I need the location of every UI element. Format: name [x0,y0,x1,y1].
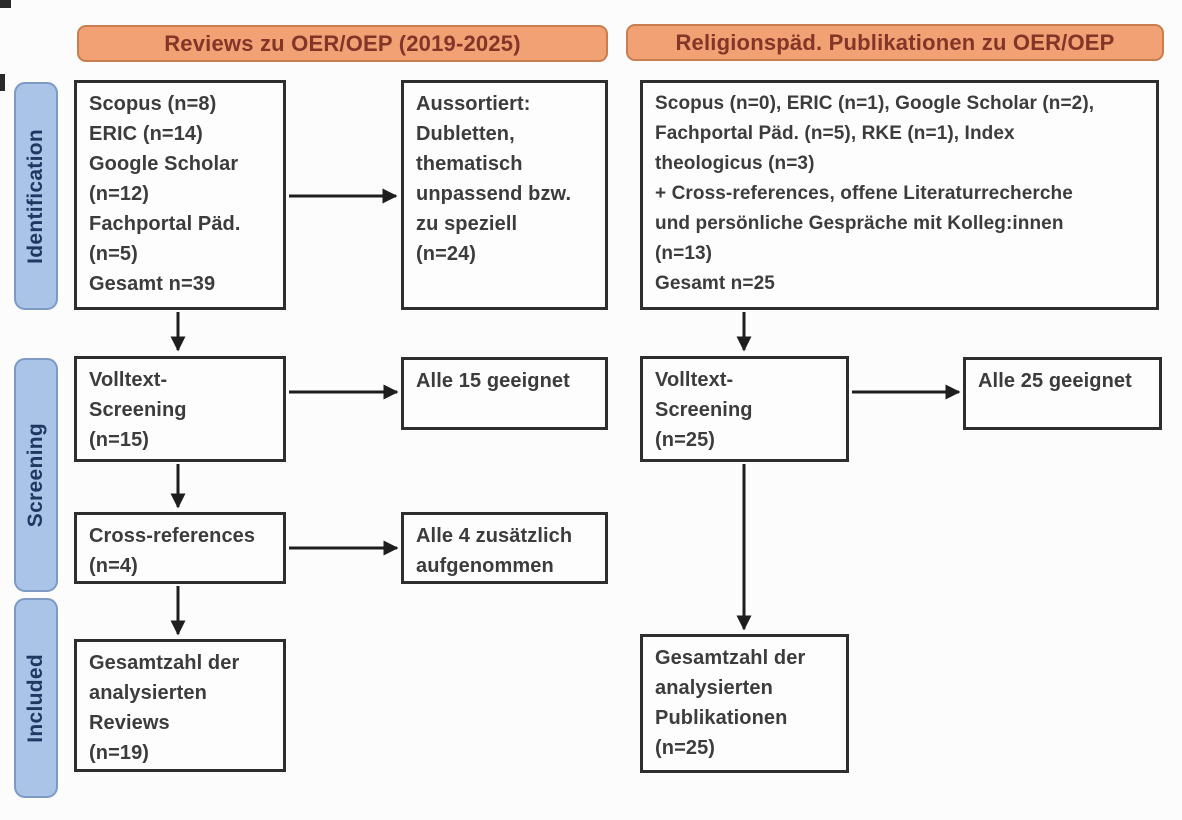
stage-label-included-text: Included [24,653,47,743]
scan-artifact [0,0,11,8]
column-header-religionspaed-publikationen: Religionspäd. Publikationen zu OER/OEP [626,24,1164,61]
box-left-fulltext-result: Alle 15 geeignet [401,357,608,430]
stage-label-included: Included [14,598,58,798]
box-right-included-total: Gesamtzahl der analysierten Publikatione… [640,634,849,773]
box-left-included-total: Gesamtzahl der analysierten Reviews (n=1… [74,639,286,772]
box-right-fulltext-screening: Volltext- Screening (n=25) [640,356,849,462]
box-left-cross-references-result: Alle 4 zusätzlich aufgenommen [401,512,608,584]
stage-label-screening-text: Screening [24,422,47,528]
scan-artifact [0,74,5,91]
stage-label-identification-text: Identification [24,128,47,264]
box-left-cross-references: Cross-references (n=4) [74,512,286,584]
box-left-identification-sources: Scopus (n=8) ERIC (n=14) Google Scholar … [74,80,286,310]
box-left-fulltext-screening: Volltext- Screening (n=15) [74,356,286,462]
column-header-reviews: Reviews zu OER/OEP (2019-2025) [77,25,608,62]
box-right-identification-sources: Scopus (n=0), ERIC (n=1), Google Scholar… [640,80,1159,310]
stage-label-screening: Screening [14,358,58,592]
box-right-fulltext-result: Alle 25 geeignet [963,357,1162,430]
stage-label-identification: Identification [14,82,58,310]
box-left-excluded-records: Aussortiert: Dubletten, thematisch unpas… [401,80,608,310]
